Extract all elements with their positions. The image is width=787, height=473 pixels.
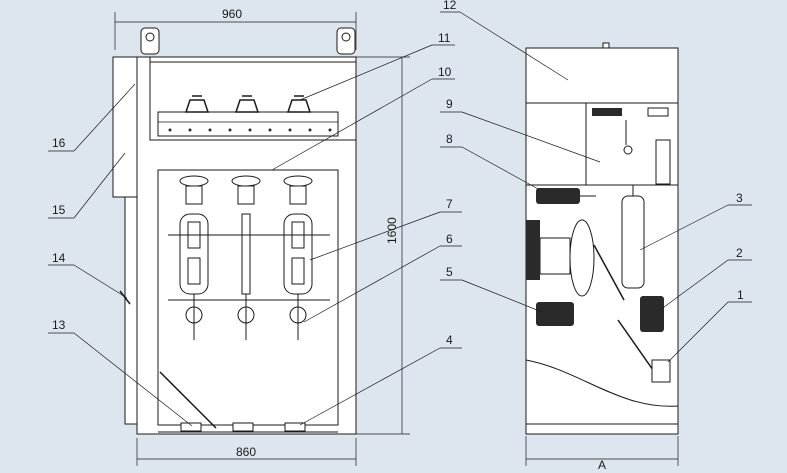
callouts: 12 11 10 9 8 7 6 5 4 3 2 1 xyxy=(48,0,752,427)
vacuum-interrupter xyxy=(621,195,645,289)
disconnector-phase-1 xyxy=(179,175,209,340)
cable-terminals xyxy=(180,422,306,432)
callout-15: 15 xyxy=(52,203,66,217)
callout-9: 9 xyxy=(446,97,453,111)
lower-insulator xyxy=(640,296,664,332)
disconnector-phase-2 xyxy=(231,175,261,340)
busbar-plate xyxy=(157,111,339,137)
dim-1600-text: 1600 xyxy=(385,217,399,244)
callout-11-leader xyxy=(299,44,433,101)
earthing-blade xyxy=(159,371,217,429)
callout-4-leader xyxy=(299,347,441,426)
callout-16: 16 xyxy=(52,136,66,150)
busbar-bolts xyxy=(168,128,332,132)
door-handle xyxy=(119,290,131,305)
earthing-contact xyxy=(651,359,671,383)
callout-1: 1 xyxy=(737,288,744,302)
busbar-insulator-2 xyxy=(234,95,260,113)
insulating-barrier xyxy=(593,244,625,301)
callout-2-leader xyxy=(659,259,729,311)
callout-10: 10 xyxy=(438,65,452,79)
callout-11: 11 xyxy=(438,31,451,45)
callout-13-leader xyxy=(73,332,193,427)
busbar-compartment xyxy=(149,56,357,141)
callout-12: 12 xyxy=(443,0,457,12)
dim-a-text: A xyxy=(598,458,606,472)
cable-sweep xyxy=(525,359,679,407)
dim-860-text: 860 xyxy=(236,445,256,459)
side-panel-upper xyxy=(112,56,138,198)
lug-hole-left xyxy=(145,32,155,42)
callout-1-leader xyxy=(667,301,729,363)
side-vent-cap xyxy=(602,42,610,49)
callout-6-leader xyxy=(303,245,441,323)
terminal-strip xyxy=(592,108,622,116)
side-view: A xyxy=(525,42,679,472)
disconnector-phase-3 xyxy=(283,175,313,340)
callout-9-leader xyxy=(461,111,601,163)
callout-7-leader xyxy=(309,211,441,261)
current-transformer xyxy=(569,219,595,297)
operating-knob xyxy=(623,145,633,155)
callout-3: 3 xyxy=(736,191,743,205)
callout-10-leader xyxy=(271,78,433,171)
mechanism-panel xyxy=(655,139,671,185)
callout-14-leader xyxy=(73,264,128,299)
front-view: 960 860 1600 xyxy=(112,7,410,466)
callout-13: 13 xyxy=(52,318,66,332)
callout-7: 7 xyxy=(446,197,453,211)
callout-3-leader xyxy=(639,204,729,251)
dim-960-text: 960 xyxy=(222,7,242,21)
busbar-insulator-3 xyxy=(286,95,312,113)
callout-12-leader xyxy=(459,11,569,81)
busbar-insulators xyxy=(184,95,312,113)
callout-6: 6 xyxy=(446,232,453,246)
lower-bushing xyxy=(536,302,574,326)
lug-hole-right xyxy=(341,32,351,42)
callout-14: 14 xyxy=(52,251,66,265)
callout-5: 5 xyxy=(446,265,453,279)
relay-block xyxy=(647,107,669,117)
busbar-insulator-1 xyxy=(184,95,210,113)
ct-housing xyxy=(539,237,571,275)
side-mount-plate xyxy=(526,220,540,280)
upper-bushing xyxy=(536,188,596,204)
callout-15-leader xyxy=(73,152,126,219)
callout-5-leader xyxy=(461,279,543,313)
side-panel-lower xyxy=(124,196,138,425)
callout-4: 4 xyxy=(446,333,453,347)
callout-8-leader xyxy=(461,146,541,191)
callout-16-leader xyxy=(73,83,136,152)
callout-8: 8 xyxy=(446,132,453,146)
callout-2: 2 xyxy=(736,246,743,260)
